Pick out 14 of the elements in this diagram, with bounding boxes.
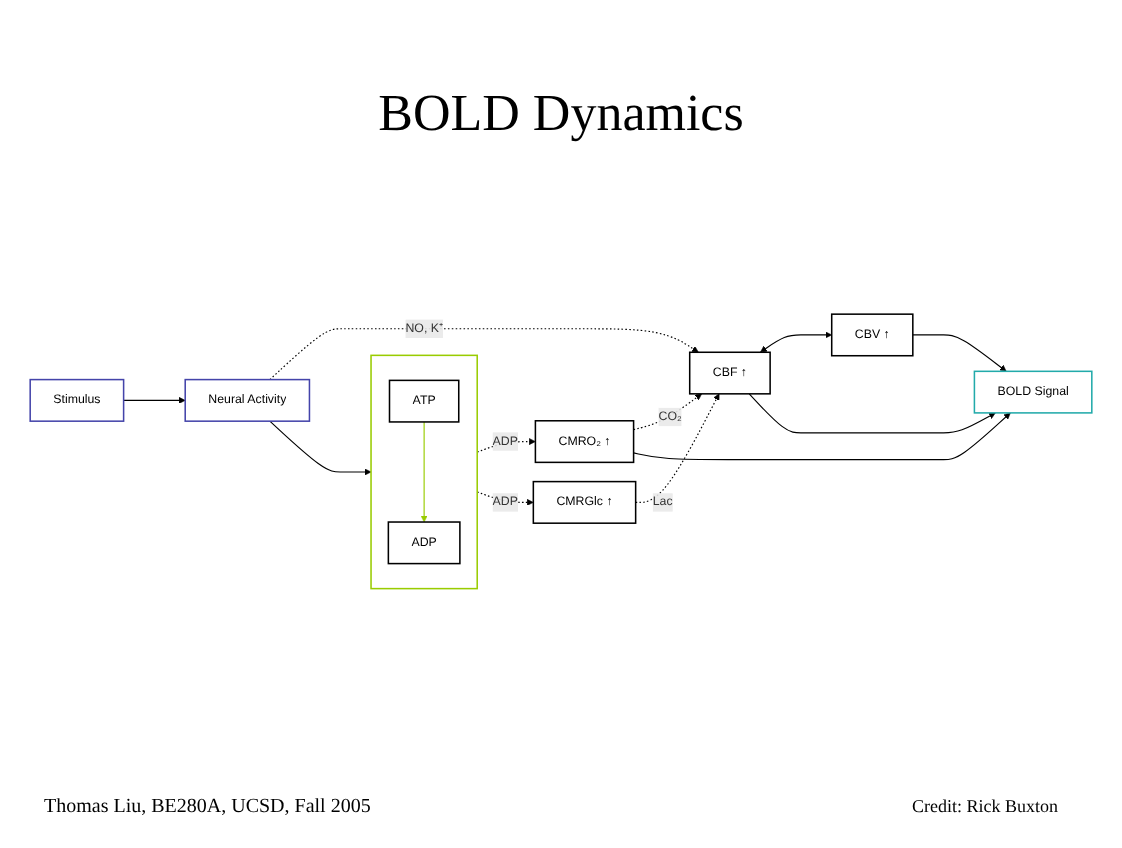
arrow <box>633 413 1011 461</box>
arrow <box>760 332 832 353</box>
arrow <box>269 421 372 476</box>
footer-text: Thomas Liu, BE280A, UCSD, Fall 2005 <box>44 796 371 818</box>
arrow <box>633 394 702 431</box>
arrow <box>748 393 996 435</box>
slide-title: BOLD Dynamics <box>378 84 744 144</box>
credit-text: Credit: Rick Buxton <box>912 796 1058 816</box>
cluster <box>370 355 478 590</box>
arrow <box>912 334 1007 373</box>
arrow <box>635 394 720 504</box>
arrow <box>269 328 699 381</box>
arrow <box>420 421 428 523</box>
arrow <box>123 397 186 405</box>
